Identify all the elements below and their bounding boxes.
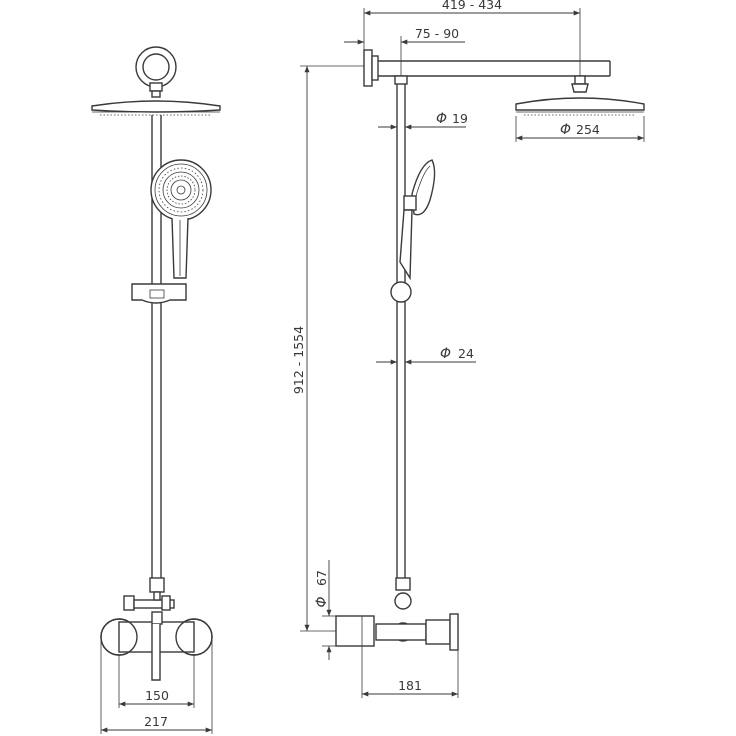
dim-inlet-spacing: 150: [118, 655, 195, 708]
dim-150-label: 150: [145, 688, 169, 703]
riser-rail-side: [396, 84, 406, 580]
dim-total-arm: 419 - 434: [363, 0, 581, 76]
diameter-icon: Φ: [440, 346, 451, 362]
dim-wall-offset: 75 - 90: [344, 26, 465, 76]
diverter-front: [123, 577, 175, 611]
dim-181-label: 181: [398, 678, 422, 693]
dim-912-1554-label: 912 - 1554: [291, 326, 306, 394]
dim-67-label: 67: [314, 570, 329, 586]
mixer-front: [100, 611, 213, 681]
slider-bracket-front: [131, 283, 187, 304]
dim-height-range: 912 - 1554: [291, 65, 364, 632]
dim-head-diameter: Φ 254: [515, 116, 645, 142]
hand-shower-side: [399, 159, 436, 281]
wall-plate-top: [363, 49, 379, 87]
dim-mixer-width: 217: [100, 640, 213, 734]
dim-254-label: 254: [576, 122, 600, 137]
diameter-icon: Φ: [314, 596, 330, 607]
wall-bracket-front: [135, 46, 177, 98]
rain-head-front: [91, 100, 221, 116]
fittings-side: [335, 577, 459, 651]
dim-75-90-label: 75 - 90: [415, 26, 459, 41]
dim-217-label: 217: [144, 714, 168, 729]
slider-knob-side: [390, 281, 412, 303]
dim-419-434-label: 419 - 434: [442, 0, 502, 12]
diameter-icon: Φ: [560, 122, 571, 138]
dim-24-label: 24: [458, 346, 474, 361]
front-view: 150 217: [91, 46, 221, 734]
dim-19-label: 19: [452, 111, 468, 126]
dim-mixer-depth: 181: [361, 646, 459, 698]
hand-shower-front: [150, 159, 212, 279]
dim-rail-bottom: Φ 24: [376, 346, 476, 365]
side-view: 419 - 434 75 - 90 Φ 19 Φ 254 Φ: [291, 0, 645, 698]
dim-mixer-diameter: Φ 67: [314, 560, 336, 660]
rain-head-side: [515, 75, 645, 116]
diameter-icon: Φ: [436, 111, 447, 127]
dim-rail-top: Φ 19: [378, 111, 468, 130]
